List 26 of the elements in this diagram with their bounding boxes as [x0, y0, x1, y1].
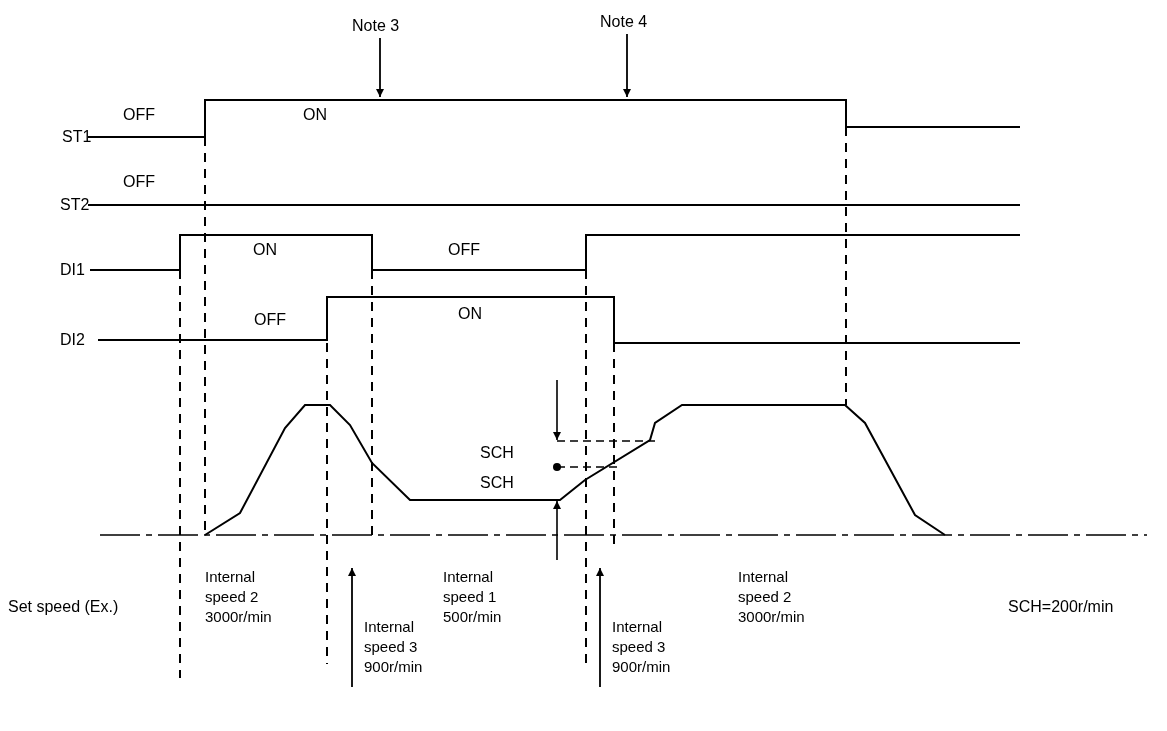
signal-name: DI2: [60, 330, 85, 350]
axis-label: Set speed (Ex.): [8, 597, 119, 617]
state-label: OFF: [123, 172, 155, 192]
signal-name: ST2: [60, 195, 90, 215]
speed-note: Internal speed 3 900r/min: [364, 617, 444, 677]
speed-note: Internal speed 2 3000r/min: [738, 567, 806, 627]
dimension-label: SCH: [480, 443, 514, 463]
speed-note: Internal speed 2 3000r/min: [205, 567, 273, 627]
state-label: ON: [458, 304, 482, 324]
note-text: SCH=200r/min: [1008, 597, 1114, 617]
dimension-label: SCH: [480, 473, 514, 493]
state-label: ON: [253, 240, 277, 260]
arrow: [376, 37, 384, 98]
speed-note: Internal speed 3 900r/min: [612, 617, 692, 677]
arrow: [348, 567, 356, 688]
speed-note: Internal speed 1 500r/min: [443, 567, 503, 627]
note-text: Note 3: [352, 16, 400, 36]
arrow: [623, 33, 631, 98]
note-text: Note 4: [600, 12, 648, 32]
state-label: ON: [303, 105, 327, 125]
state-label: OFF: [448, 240, 480, 260]
state-label: OFF: [254, 310, 286, 330]
signal-name: ST1: [62, 127, 92, 147]
state-label: OFF: [123, 105, 155, 125]
signal-name: DI1: [60, 260, 85, 280]
arrow: [596, 567, 604, 688]
